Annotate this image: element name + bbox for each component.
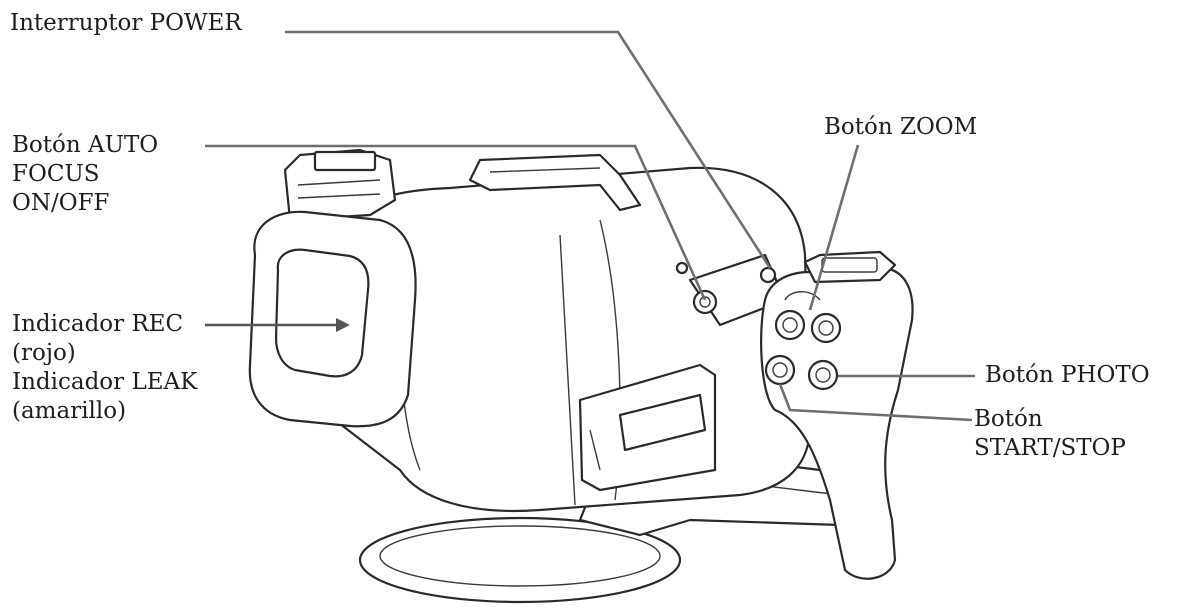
start-stop-button-label: Botón START/STOP [974,405,1126,463]
rec-indicator-label-line-1: Indicador REC [12,311,184,337]
zoom-button-label-line: Botón ZOOM [824,114,978,140]
pistol-grip [760,250,914,580]
start-stop-label-line-1: Botón [974,406,1043,432]
leader-auto-focus [205,144,707,301]
photo-button-label: Botón PHOTO [985,361,1150,390]
power-switch-label: Interruptor POWER [10,9,242,38]
leak-indicator-label-line-1: Indicador LEAK [12,369,198,395]
leader-zoom [808,144,860,311]
auto-focus-label-line-3: ON/OFF [12,190,110,216]
leader-start-stop [778,383,973,422]
start-stop-button [764,354,796,386]
photo-button [807,359,839,391]
rec-indicator-label-line-2: (rojo) [12,340,76,366]
housing-base [358,516,682,604]
leader-rec-arrowhead [336,318,350,332]
photo-button-label-line: Botón PHOTO [985,362,1150,388]
eyepiece [248,210,417,428]
left-bracket [283,148,397,222]
top-handle [468,153,642,212]
leader-power [285,30,772,269]
start-stop-label-line-2: START/STOP [974,435,1126,461]
zoom-button-label: Botón ZOOM [824,113,977,142]
side-block [578,363,717,492]
power-switch-label-line: Interruptor POWER [10,10,242,36]
rec-leak-indicator-label: Indicador REC (rojo) Indicador LEAK (ama… [12,310,197,426]
leak-indicator-label-line-2: (amarillo) [12,398,127,424]
auto-focus-label-line-2: FOCUS [12,161,100,187]
auto-focus-button-label: Botón AUTO FOCUS ON/OFF [12,131,158,218]
zoom-buttons [774,291,842,344]
auto-focus-label-line-1: Botón AUTO [12,132,159,158]
